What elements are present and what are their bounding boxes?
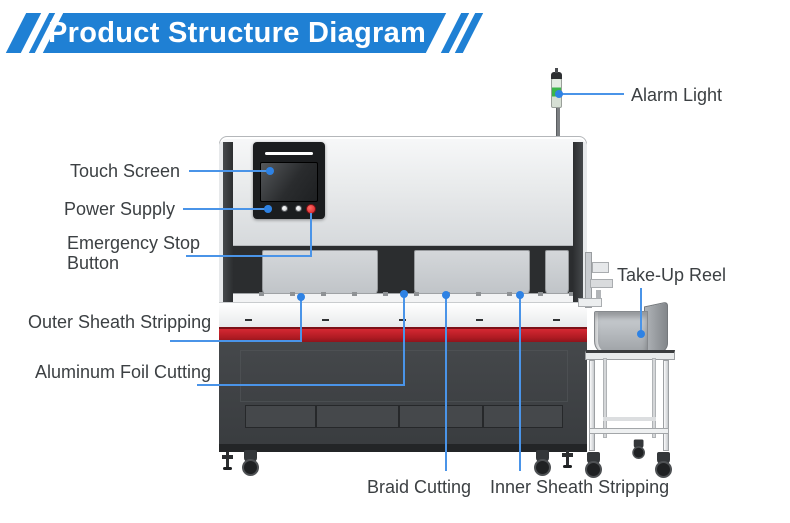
drawer-divider xyxy=(398,405,400,428)
leader-take-up-reel xyxy=(640,288,642,334)
callout-dot-braid-cutting xyxy=(442,291,450,299)
label-alarm-light: Alarm Light xyxy=(631,85,723,105)
table-rear-leg xyxy=(652,358,656,438)
table-leg xyxy=(589,360,595,451)
leader-outer-sheath xyxy=(170,340,301,342)
alarm-light-pole xyxy=(556,104,560,138)
table-rear-bar xyxy=(603,417,656,421)
screw-mark xyxy=(322,319,329,321)
caster-wheel xyxy=(534,450,552,478)
leader-inner-sheath xyxy=(519,295,521,471)
caster-wheel xyxy=(242,450,260,478)
leveling-foot xyxy=(222,452,233,470)
callout-dot-power-supply xyxy=(264,205,272,213)
label-aluminum-foil-cutting: Aluminum Foil Cutting xyxy=(35,362,212,382)
callout-dot-alarm-light xyxy=(555,90,563,98)
touch-screen xyxy=(260,162,318,202)
callout-dot-aluminum-foil xyxy=(400,290,408,298)
leader-emergency-stop xyxy=(186,255,312,257)
panel-button xyxy=(281,205,288,212)
screw-mark xyxy=(553,319,560,321)
alarm-light-cap xyxy=(551,72,562,79)
cabinet-drawer-row xyxy=(245,405,563,428)
leader-alarm-light xyxy=(559,93,624,95)
alarm-light-tip xyxy=(555,68,558,73)
page-title: Product Structure Diagram xyxy=(48,17,427,49)
drawer-divider xyxy=(315,405,317,428)
label-inner-sheath-stripping: Inner Sheath Stripping xyxy=(490,477,670,497)
drawer-divider xyxy=(482,405,484,428)
leveling-foot xyxy=(562,450,573,468)
caster-wheel xyxy=(585,452,603,480)
panel-button xyxy=(295,205,302,212)
leader-touch-screen xyxy=(189,170,270,172)
leader-aluminum-foil xyxy=(197,384,405,386)
leader-braid-cutting xyxy=(445,295,447,471)
leader-emergency-stop xyxy=(310,213,312,257)
cabinet-base-trim xyxy=(219,444,587,452)
callout-dot-outer-sheath xyxy=(297,293,305,301)
work-area-window xyxy=(545,250,569,297)
table-leg xyxy=(663,360,669,451)
work-area-window xyxy=(262,250,378,297)
screw-mark xyxy=(476,319,483,321)
callout-dot-take-up-reel xyxy=(637,330,645,338)
panel-vent-slot xyxy=(265,152,313,155)
take-up-bracket xyxy=(590,279,613,288)
label-braid-cutting: Braid Cutting xyxy=(367,477,472,497)
label-outer-sheath-stripping: Outer Sheath Stripping xyxy=(28,312,212,332)
table-cross-bar xyxy=(589,428,669,434)
label-take-up-reel: Take-Up Reel xyxy=(617,265,727,285)
callout-dot-touch-screen xyxy=(266,167,274,175)
take-up-arm xyxy=(578,298,602,307)
caster-wheel xyxy=(632,439,646,461)
take-up-table-top xyxy=(585,350,675,360)
callout-dot-inner-sheath xyxy=(516,291,524,299)
leader-aluminum-foil xyxy=(403,294,405,386)
label-touch-screen: Touch Screen xyxy=(70,161,181,181)
label-emergency-stop: Emergency Stop Button xyxy=(67,233,201,273)
screw-mark xyxy=(399,319,406,321)
table-rear-leg xyxy=(603,358,607,438)
leader-power-supply xyxy=(183,208,268,210)
caster-wheel xyxy=(655,452,673,480)
take-up-pin xyxy=(596,290,601,304)
leader-outer-sheath xyxy=(300,297,302,342)
work-area-window xyxy=(414,250,530,297)
take-up-bracket xyxy=(592,262,609,273)
label-power-supply: Power Supply xyxy=(64,199,176,219)
screw-mark xyxy=(245,319,252,321)
